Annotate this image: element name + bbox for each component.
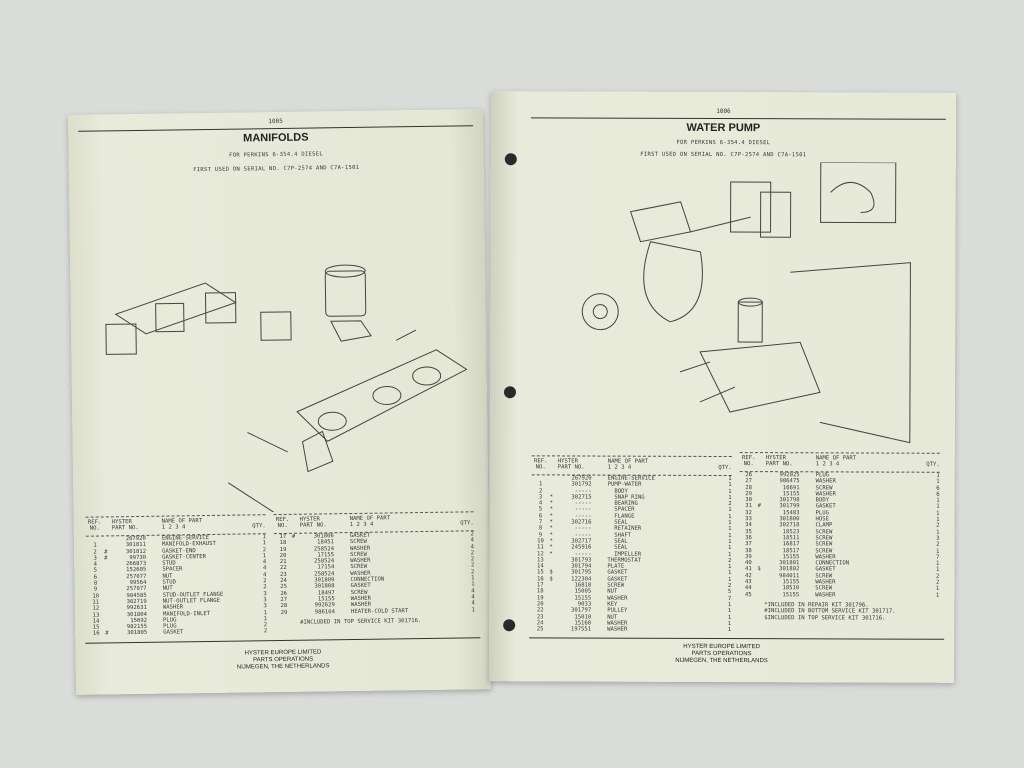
- header-name: NAME OF PART 1 2 3 4: [349, 515, 391, 529]
- serial-note: FIRST USED ON SERIAL NO. C7P-2574 AND C7…: [640, 151, 807, 159]
- header-ref: REF. NO.: [275, 516, 290, 530]
- header-name: NAME OF PART 1 2 3 4: [607, 458, 649, 471]
- page-number: 1006: [716, 107, 731, 116]
- ref-no: 29: [280, 609, 288, 616]
- quantity: 2: [263, 628, 268, 635]
- page-title: WATER PUMP: [686, 121, 761, 135]
- header-qty: QTY.: [252, 523, 266, 530]
- header-part: HYSTER PART NO.: [111, 519, 139, 532]
- table-row: 16 #301805 GASKET 2: [87, 629, 267, 638]
- header-part: HYSTER PART NO.: [557, 458, 585, 471]
- punch-hole: [503, 386, 517, 399]
- part-number: 301805: [126, 630, 148, 637]
- left-page: 1005 MANIFOLDS FOR PERKINS 6-354.4 DIESE…: [67, 109, 492, 695]
- publisher-footer: HYSTER EUROPE LIMITED PARTS OPERATIONS N…: [489, 643, 954, 666]
- ref-no: 25: [536, 626, 544, 633]
- part-name: GASKET: [163, 629, 184, 637]
- page-title: MANIFOLDS: [243, 131, 309, 145]
- header-ref: REF. NO.: [533, 458, 548, 471]
- serial-note: FIRST USED ON SERIAL NO. C7P-2574 AND C7…: [193, 164, 360, 174]
- header-name: NAME OF PART 1 2 3 4: [815, 455, 857, 468]
- parts-table-1: REF. NO. HYSTER PART NO. NAME OF PART 1 2 …: [85, 514, 268, 638]
- header-part: HYSTER PART NO.: [765, 455, 793, 468]
- part-number: 197551: [570, 626, 592, 633]
- header-qty: QTY.: [718, 464, 732, 472]
- table-row: 45 15155 WASHER 1: [739, 592, 939, 599]
- divider: [530, 117, 946, 120]
- kit-note: $INCLUDED IN TOP SERVICE KIT 301716.: [764, 614, 886, 622]
- part-name: WASHER: [815, 591, 836, 599]
- parts-table-2: REF. NO. HYSTER PART NO. NAME OF PART 1 2 …: [739, 452, 940, 622]
- part-name: WASHER: [607, 626, 628, 633]
- part-number: 986104: [314, 608, 335, 616]
- part-number: 15155: [782, 591, 800, 598]
- header-ref: REF. NO.: [87, 519, 102, 532]
- part-name: HEATER-COLD START: [350, 607, 409, 615]
- divider: [85, 637, 481, 644]
- table-row: 25 197551 WASHER 1: [531, 626, 731, 633]
- kit-marker: [293, 609, 301, 615]
- ref-no: 45: [744, 591, 752, 598]
- kit-marker: [549, 627, 557, 633]
- kit-marker: #: [105, 630, 109, 637]
- right-page: 1006 WATER PUMP FOR PERKINS 6-354.4 DIES…: [488, 91, 957, 683]
- quantity: 1: [935, 592, 940, 599]
- manifold-exploded-diagram: [105, 264, 468, 513]
- publisher-footer: HYSTER EUROPE LIMITED PARTS OPERATIONS N…: [75, 647, 490, 674]
- kit-marker: [757, 592, 765, 598]
- header-name: NAME OF PART 1 2 3 4: [161, 518, 203, 531]
- header-part: HYSTER PART NO.: [299, 516, 327, 530]
- parts-table-2: REF. NO. HYSTER PART NO. NAME OF PART 1 2 …: [273, 511, 476, 626]
- header-qty: QTY.: [460, 520, 474, 527]
- header-qty: QTY.: [926, 461, 940, 468]
- divider: [529, 637, 945, 640]
- quantity: 1: [471, 606, 475, 613]
- parts-table-1: REF. NO. HYSTER PART NO. NAME OF PART 1 2 …: [531, 455, 732, 633]
- header-ref: REF. NO.: [741, 455, 756, 468]
- engine-subtitle: FOR PERKINS 6-354.4 DIESEL: [676, 139, 771, 147]
- ref-no: 16: [92, 630, 100, 638]
- water-pump-exploded-diagram: [581, 161, 911, 444]
- open-parts-manual: 1005 MANIFOLDS FOR PERKINS 6-354.4 DIESE…: [62, 91, 962, 695]
- footer-line: NIJMEGEN, THE NETHERLANDS: [675, 657, 768, 665]
- engine-subtitle: FOR PERKINS 6-354.4 DIESEL: [229, 151, 324, 159]
- quantity: 1: [727, 627, 732, 634]
- kit-note: #INCLUDED IN TOP SERVICE KIT 301716.: [300, 617, 422, 626]
- punch-hole: [503, 619, 516, 632]
